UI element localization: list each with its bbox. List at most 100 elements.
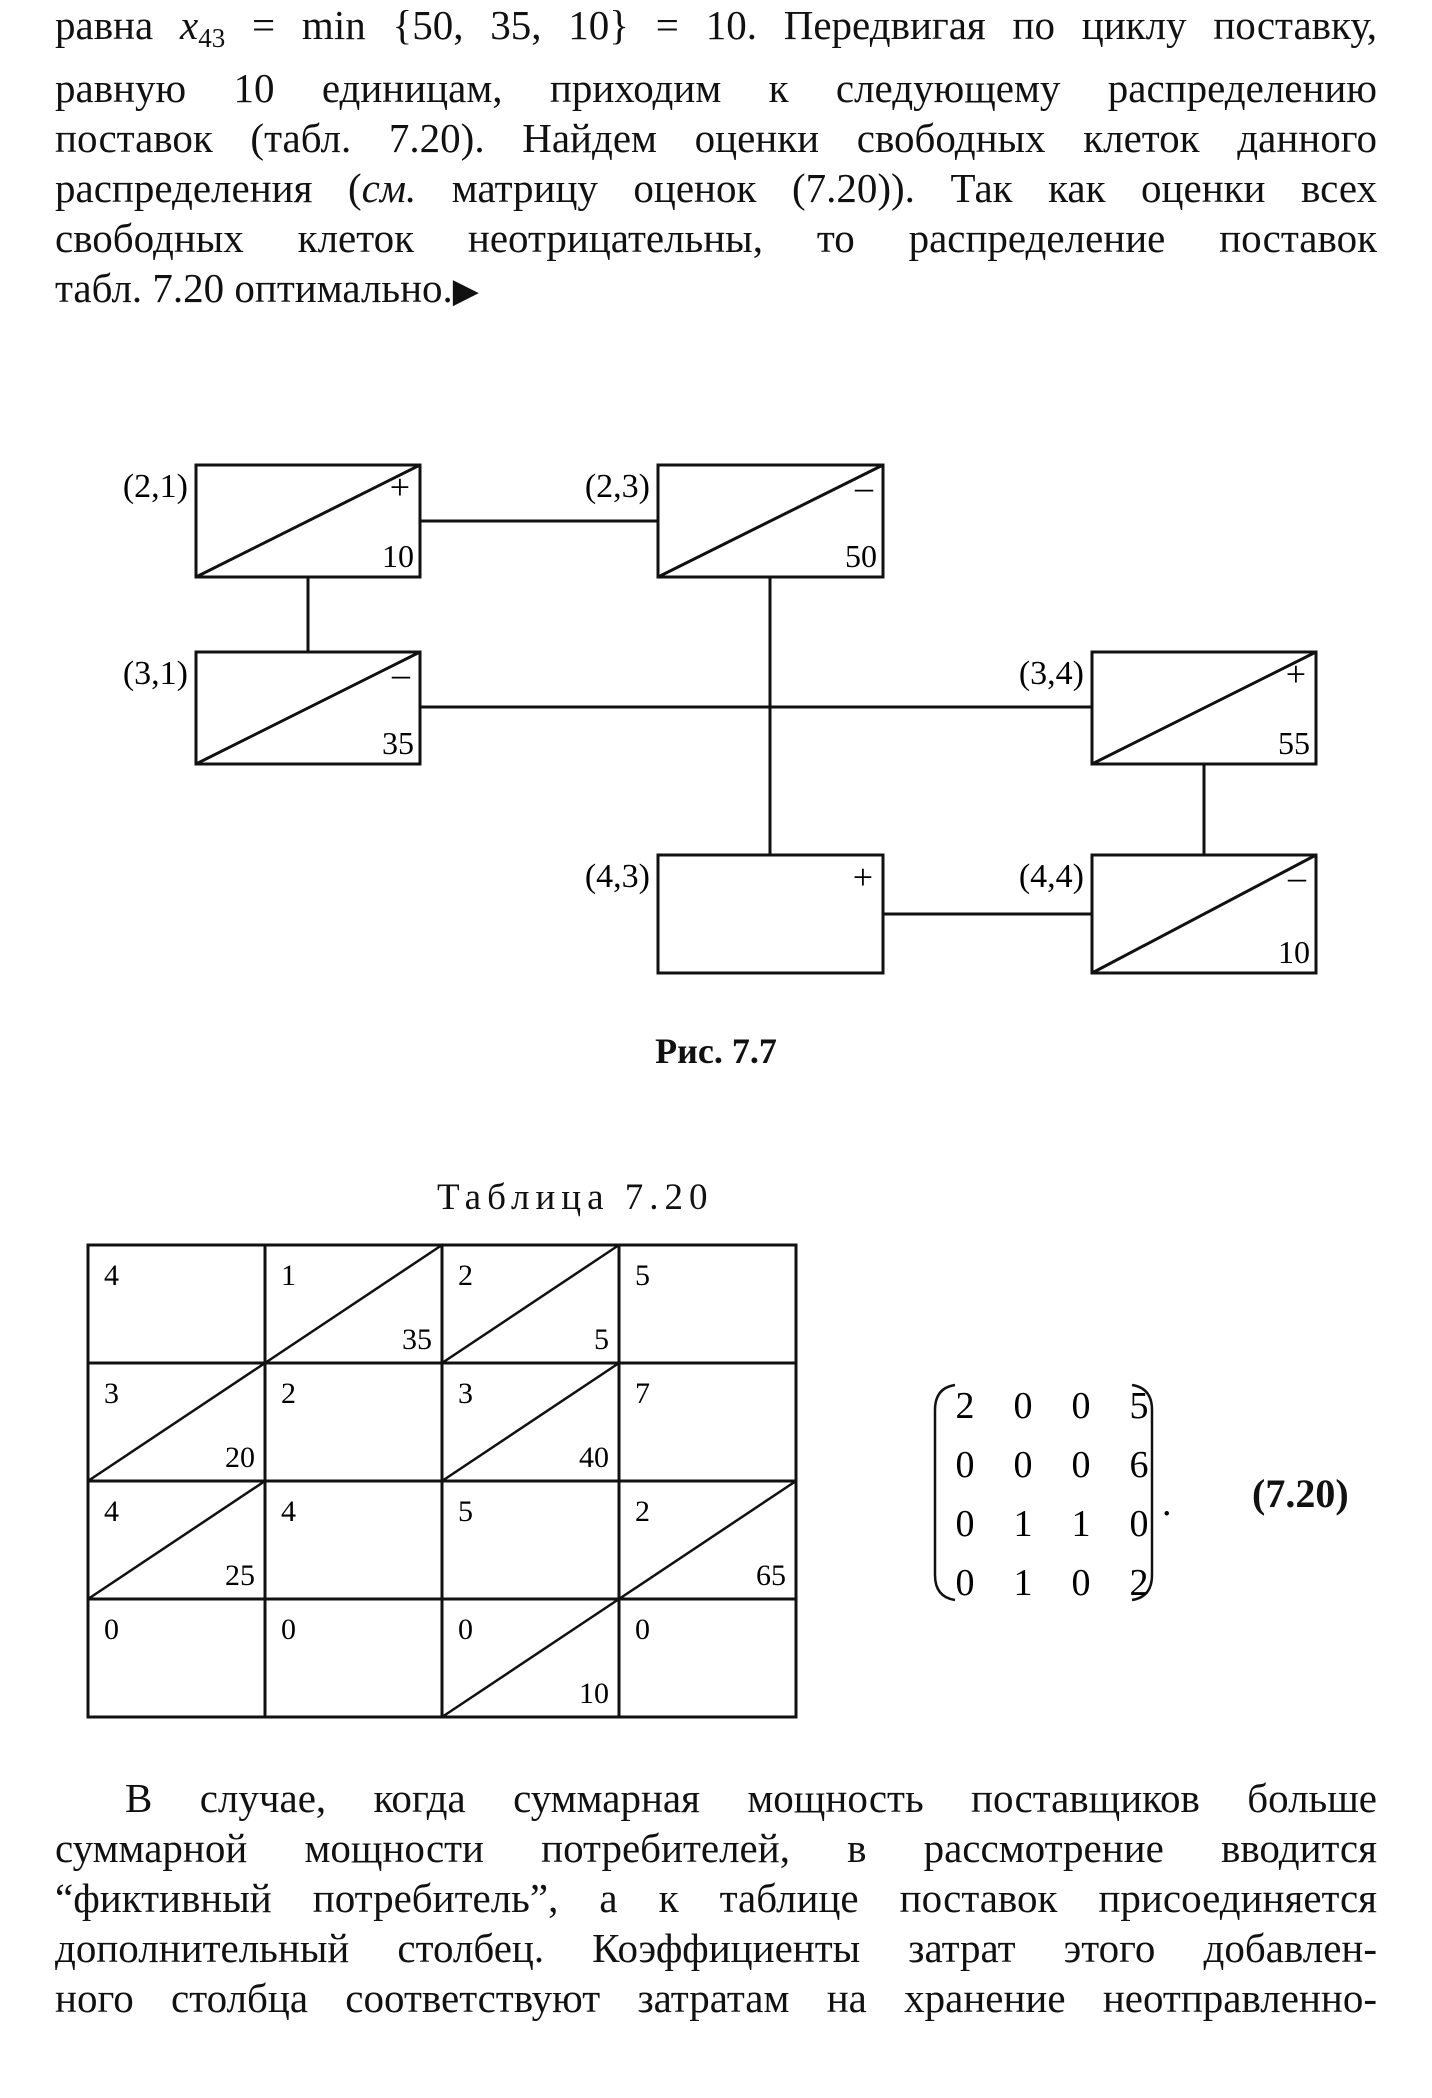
table-cell-cost: 5 <box>458 1495 473 1528</box>
cell-label: (3,1) <box>123 655 188 692</box>
cell-value: 10 <box>382 538 414 574</box>
table-cell: 2 <box>263 1361 444 1483</box>
table-cell-supply: 35 <box>402 1323 432 1356</box>
cycle-cell: (4,4)–10 <box>1019 853 1318 975</box>
table-cell-cost: 2 <box>635 1495 650 1528</box>
equation-label: (7.20) <box>1252 1471 1349 1516</box>
table-cell-cost: 0 <box>458 1613 473 1646</box>
table-cell-cost: 5 <box>635 1259 650 1292</box>
paragraph-line: свободных клеток неотрицательны, то расп… <box>55 215 1377 261</box>
table-cell: 0 <box>86 1597 267 1719</box>
matrix-trailing-period: . <box>1162 1482 1172 1524</box>
matrix-right-bracket <box>1131 1383 1154 1602</box>
table-cell-cost: 2 <box>281 1377 296 1410</box>
table-cell-diagonal <box>264 1243 443 1365</box>
matrix-entry: 1 <box>1014 1503 1033 1545</box>
table-cell-supply: 65 <box>756 1559 786 1592</box>
table-cell: 52 <box>440 1243 621 1365</box>
cycle-cell: (3,1) – 35 <box>123 650 422 766</box>
table-cell-cost: 7 <box>635 1377 650 1410</box>
table-cell-supply: 5 <box>594 1323 609 1356</box>
matrix-entry: 2 <box>1130 1562 1149 1604</box>
cell-diagonal <box>195 463 421 579</box>
table-cell-supply: 40 <box>579 1441 609 1474</box>
cell-diagonal <box>1091 853 1317 975</box>
matrix-left-bracket <box>933 1383 956 1602</box>
cell-sign: – <box>391 654 411 694</box>
cell-label: (2,3) <box>585 468 650 505</box>
cell-diagonal <box>1091 650 1317 766</box>
table-cell: 25 4 <box>86 1479 267 1601</box>
figure-caption: Рис. 7.7 <box>655 1031 777 1071</box>
table-cell-cost: 0 <box>635 1613 650 1646</box>
paragraph-line: табл. 7.20 оптимально.▶ <box>55 265 479 311</box>
table-cell: 5 <box>617 1243 798 1365</box>
cell-label: (4,3) <box>585 858 650 895</box>
paragraph-line: распределения (см. матрицу оценок (7.20)… <box>55 165 1377 211</box>
table-cell-diagonal <box>441 1243 620 1365</box>
matrix-entry: 0 <box>956 1444 975 1486</box>
table-cell-cost: 0 <box>281 1613 296 1646</box>
table-cell-supply: 25 <box>225 1559 255 1592</box>
cycle-connectors <box>306 519 1206 916</box>
table-cell-cost: 1 <box>281 1259 296 1292</box>
table-cell: 20 3 <box>86 1361 267 1483</box>
paragraph-line: поставок (табл. 7.20). Найдем оценки сво… <box>55 115 1377 161</box>
table-cell-diagonal <box>441 1361 620 1483</box>
matrix-entry: 2 <box>956 1385 975 1427</box>
table-cell-supply: 20 <box>225 1441 255 1474</box>
table-cell: 7 <box>617 1361 798 1483</box>
cell-label: (3,4) <box>1019 655 1084 692</box>
cycle-cell: (2,3)–50 <box>585 463 885 579</box>
table-cell: 65 2 <box>617 1479 798 1601</box>
cell-border <box>656 853 885 975</box>
cell-diagonal <box>657 463 884 579</box>
table-cell-diagonal <box>618 1479 797 1601</box>
cell-label: (2,1) <box>123 468 188 505</box>
table-cell-cost: 4 <box>104 1495 119 1528</box>
paragraph-line: суммарной мощности потребителей, в рассм… <box>55 1825 1377 1871</box>
matrix-entry: 0 <box>1130 1503 1149 1545</box>
table-cell-cost: 3 <box>104 1377 119 1410</box>
table-cell-diagonal <box>87 1361 266 1483</box>
table-cell: 0 <box>617 1597 798 1719</box>
table-cell-border <box>617 1597 798 1719</box>
matrix-entry: 0 <box>1014 1444 1033 1486</box>
cell-value: 35 <box>382 725 414 761</box>
matrix-entry: 5 <box>1130 1385 1149 1427</box>
table-cell-cost: 4 <box>104 1259 119 1292</box>
cycle-cells: (2,1)+10(2,3)–50(3,1)–35(3,4)+55(4,3)+(4… <box>123 463 1318 975</box>
table-cell: 35 1 <box>263 1243 444 1365</box>
top-paragraph: равна x43 = min {50, 35, 10} = 10. Перед… <box>55 0 1377 317</box>
table-cell: 0 <box>263 1597 444 1719</box>
table-cell-cost: 0 <box>104 1613 119 1646</box>
cell-value: 50 <box>845 538 877 574</box>
cell-label: (4,4) <box>1019 858 1084 895</box>
cycle-cell: (2,1) +10 <box>123 463 422 579</box>
paragraph-line: дополнительный столбец. Коэффициенты зат… <box>55 1925 1377 1971</box>
cell-value: 10 <box>1278 934 1310 970</box>
matrix-entry: 0 <box>1072 1562 1091 1604</box>
cell-sign: + <box>1286 654 1306 694</box>
end-of-proof-icon: ▶ <box>452 273 479 310</box>
table-cell-diagonal <box>441 1597 620 1719</box>
matrix-entry: 0 <box>956 1503 975 1545</box>
matrix-entry: 0 <box>1072 1444 1091 1486</box>
table-caption: Таблица 7.20 <box>437 1177 714 1218</box>
paragraph-line: В случае, когда суммарная мощность поста… <box>125 1775 1377 1821</box>
table-cell-cost: 3 <box>458 1377 473 1410</box>
table-cell-cost: 4 <box>281 1495 296 1528</box>
matrix-entry: 6 <box>1130 1444 1149 1486</box>
cycle-cell: (3,4)+55 <box>1019 650 1318 766</box>
table-cell: 10 0 <box>440 1597 621 1719</box>
paragraph-line: равную 10 единицам, приходим к следующем… <box>55 65 1377 111</box>
matrix-entry: 0 <box>1014 1385 1033 1427</box>
table-cell-diagonal <box>87 1479 266 1601</box>
cell-sign: + <box>390 467 410 507</box>
table-cell-supply: 10 <box>579 1677 609 1710</box>
table-cell-cost: 2 <box>458 1259 473 1292</box>
paragraph-line: “фиктивный потребитель”, а к таблице пос… <box>55 1875 1377 1921</box>
